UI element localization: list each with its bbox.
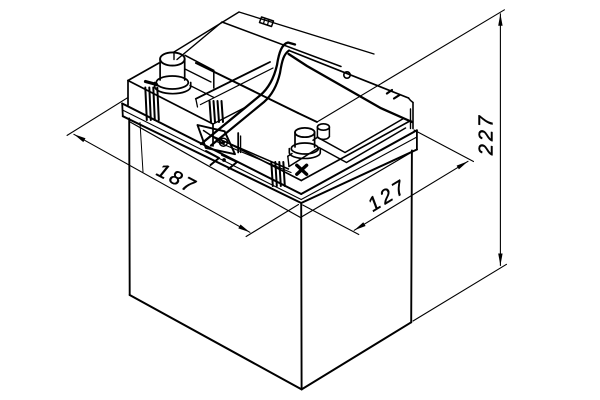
svg-text:227: 227 <box>476 113 498 156</box>
